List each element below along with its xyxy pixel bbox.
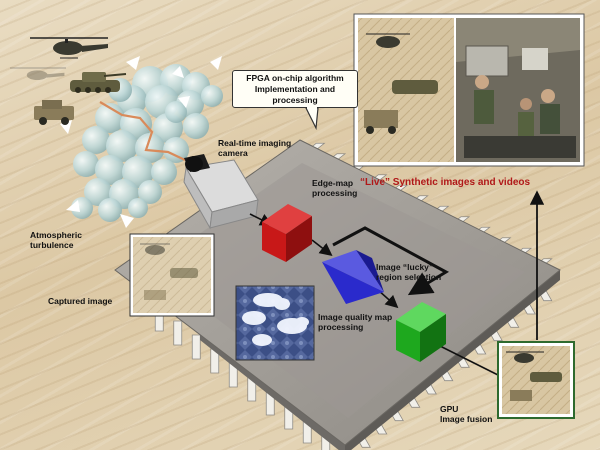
turbulence-arrows [60,56,222,228]
quality-map-label: Image quality map processing [318,312,393,332]
image-fusion-cube [396,302,446,362]
captured-image-label: Captured image [48,296,113,306]
camera-icon [183,154,259,230]
light-path [99,101,186,161]
captured-image [129,233,215,317]
gpu-output-image [497,341,575,419]
helicopter-icon [9,67,67,80]
edge-map-label: Edge-map processing [312,178,358,198]
selection-loop-arrow [332,226,450,296]
edge-map-cube [262,204,312,262]
camera-label: Real-time imaging camera [218,138,292,158]
quality-map [235,285,315,361]
helicopter-icon [30,37,108,59]
fpga-callout: FPGA on-chip algorithm Implementation an… [232,70,358,108]
lucky-region-prism [322,250,384,304]
tank-icon [70,72,127,93]
lucky-region-label: Image “lucky” region selection [376,262,442,282]
atmospheric-label: Atmospheric turbulence [30,230,82,250]
live-output-photo [353,13,585,167]
live-output-label: “Live” Synthetic images and videos [360,177,531,188]
gpu-label: GPU Image fusion [440,404,493,424]
humvee-icon [34,100,74,125]
